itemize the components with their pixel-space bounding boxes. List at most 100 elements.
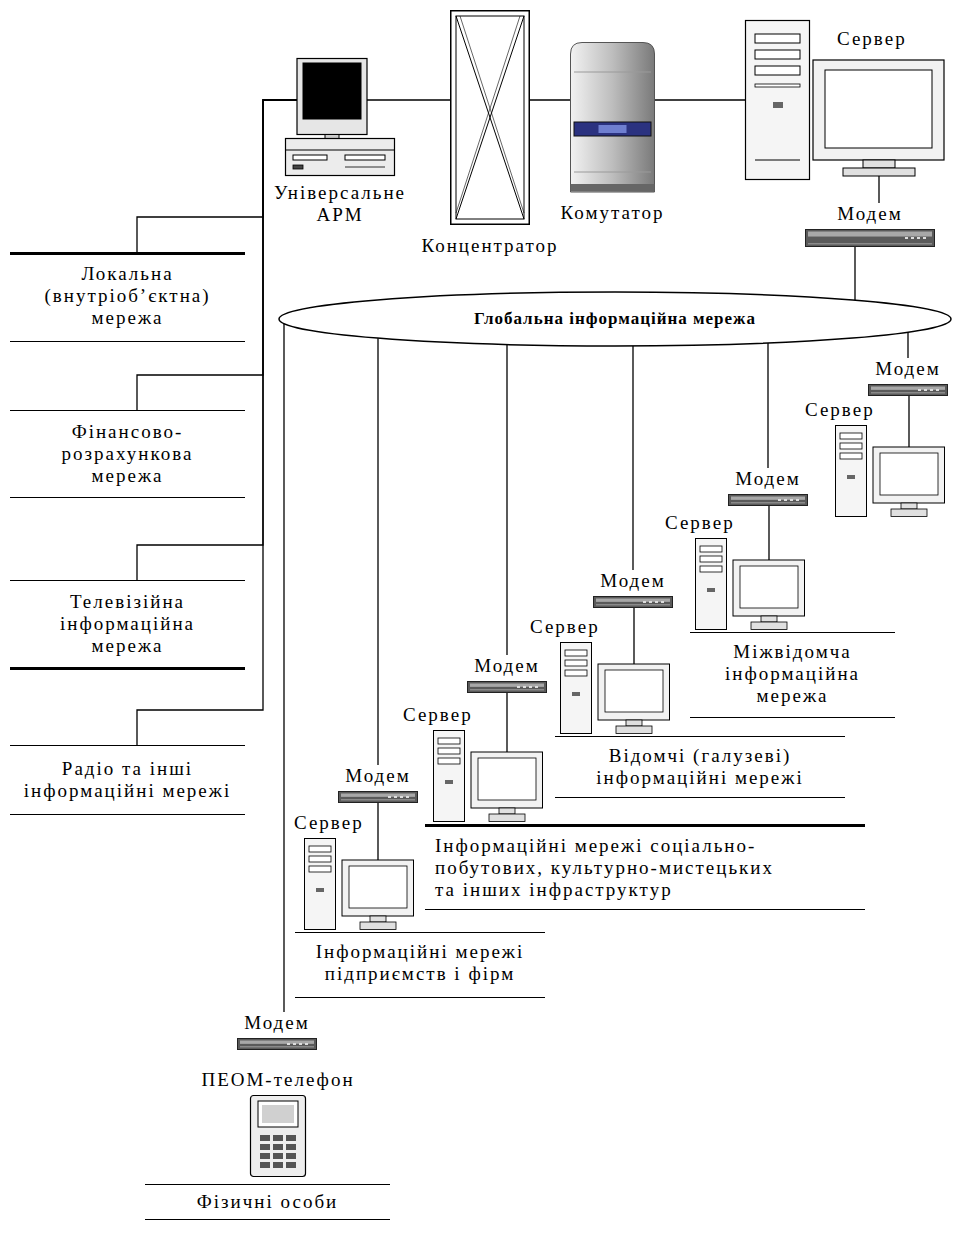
device-label: Сервер: [805, 399, 875, 421]
connector: [377, 803, 378, 860]
icon-part: [731, 496, 805, 499]
icon-part: [523, 686, 526, 688]
server-icon: [560, 642, 670, 734]
icon-part: [305, 839, 336, 930]
modem-icon: [868, 384, 948, 396]
icon-part: [262, 1105, 294, 1123]
icon-part: [598, 664, 670, 720]
device-label: Сервер: [837, 28, 907, 50]
icon-part: [773, 102, 783, 108]
icon-part: [434, 731, 465, 822]
icon-part: [260, 1144, 270, 1150]
network-label: Фізичні особи: [155, 1191, 380, 1213]
icon-part: [755, 84, 800, 87]
connector: [633, 608, 634, 664]
network-label: Телевізійна інформаційна мережа: [32, 591, 223, 657]
connector: [768, 506, 769, 560]
icon-part: [924, 389, 927, 391]
icon-part: [729, 494, 808, 505]
icon-part: [309, 866, 331, 872]
network-cloud: Глобальна інформаційна мережа: [278, 291, 952, 347]
switch: Комутатор: [570, 42, 655, 192]
icon-part: [778, 499, 781, 501]
modem: Модем: [338, 765, 418, 803]
server-icon: [433, 730, 543, 822]
icon-part: [394, 796, 397, 798]
icon-part: [643, 601, 646, 603]
icon-part: [456, 16, 520, 213]
icon-part: [303, 63, 361, 119]
device-label: Концентратор: [421, 235, 558, 257]
icon-part: [438, 738, 460, 744]
icon-part: [273, 1153, 283, 1159]
icon-part: [700, 566, 722, 572]
icon-part: [456, 16, 524, 219]
device-label: Модем: [467, 655, 547, 677]
icon-part: [561, 643, 592, 734]
icon-part: [733, 560, 805, 616]
icon-part: [700, 556, 722, 562]
icon-part: [478, 758, 536, 800]
icon-part: [599, 125, 627, 133]
icon-part: [572, 692, 580, 696]
icon-part: [309, 856, 331, 862]
icon-part: [286, 1135, 296, 1141]
icon-part: [696, 539, 727, 630]
server: Сервер: [745, 20, 945, 180]
network-label: Інформаційні мережі соціально- побутових…: [435, 835, 795, 901]
icon-part: [936, 389, 939, 391]
modem: Модем: [593, 570, 673, 608]
icon-part: [456, 16, 524, 219]
pc-phone-icon: [250, 1095, 306, 1177]
device-label: Сервер: [294, 812, 364, 834]
icon-part: [316, 888, 324, 892]
icon-part: [260, 1153, 270, 1159]
modem-icon: [338, 791, 418, 803]
icon-part: [923, 237, 926, 239]
network-label: Фінансово- розрахункова мережа: [32, 421, 223, 487]
icon-part: [251, 1096, 306, 1177]
icon-part: [240, 1046, 314, 1048]
network-band: Телевізійна інформаційна мережа: [10, 580, 245, 670]
icon-part: [286, 1162, 296, 1168]
icon-part: [649, 601, 652, 603]
connector: [908, 396, 909, 447]
device-label: Сервер: [665, 512, 735, 534]
device-label: Сервер: [403, 704, 473, 726]
icon-part: [287, 1043, 290, 1045]
device-label: ПЕОМ-телефон: [201, 1069, 354, 1091]
network-band: Відомчі (галузеві) інформаційні мережі: [555, 736, 845, 798]
icon-part: [400, 796, 403, 798]
icon-part: [808, 231, 932, 236]
icon-part: [305, 1043, 308, 1045]
device-label: Сервер: [530, 616, 600, 638]
icon-part: [871, 392, 945, 394]
icon-part: [360, 922, 396, 930]
icon-part: [808, 243, 932, 245]
icon-part: [574, 72, 651, 73]
icon-part: [370, 916, 386, 922]
connector: [137, 100, 297, 410]
icon-part: [840, 433, 862, 439]
icon-part: [863, 160, 895, 168]
workstation-icon: [285, 58, 395, 176]
icon-part: [339, 791, 418, 802]
icon-part: [470, 689, 544, 691]
icon-part: [847, 475, 855, 479]
icon-part: [345, 155, 385, 160]
icon-part: [529, 686, 532, 688]
icon-part: [616, 726, 652, 734]
cloud-label: Глобальна інформаційна мережа: [474, 309, 756, 329]
modem: Модем: [237, 1012, 317, 1050]
connector: [767, 343, 768, 468]
icon-part: [342, 860, 414, 916]
icon-part: [661, 601, 664, 603]
network-band: Радіо та інші інформаційні мережі: [10, 745, 245, 815]
icon-part: [388, 796, 391, 798]
connector: [506, 693, 507, 752]
modem-icon: [593, 596, 673, 608]
icon-part: [451, 11, 530, 225]
server-icon: [695, 538, 805, 630]
icon-part: [843, 168, 915, 176]
icon-part: [499, 808, 515, 814]
